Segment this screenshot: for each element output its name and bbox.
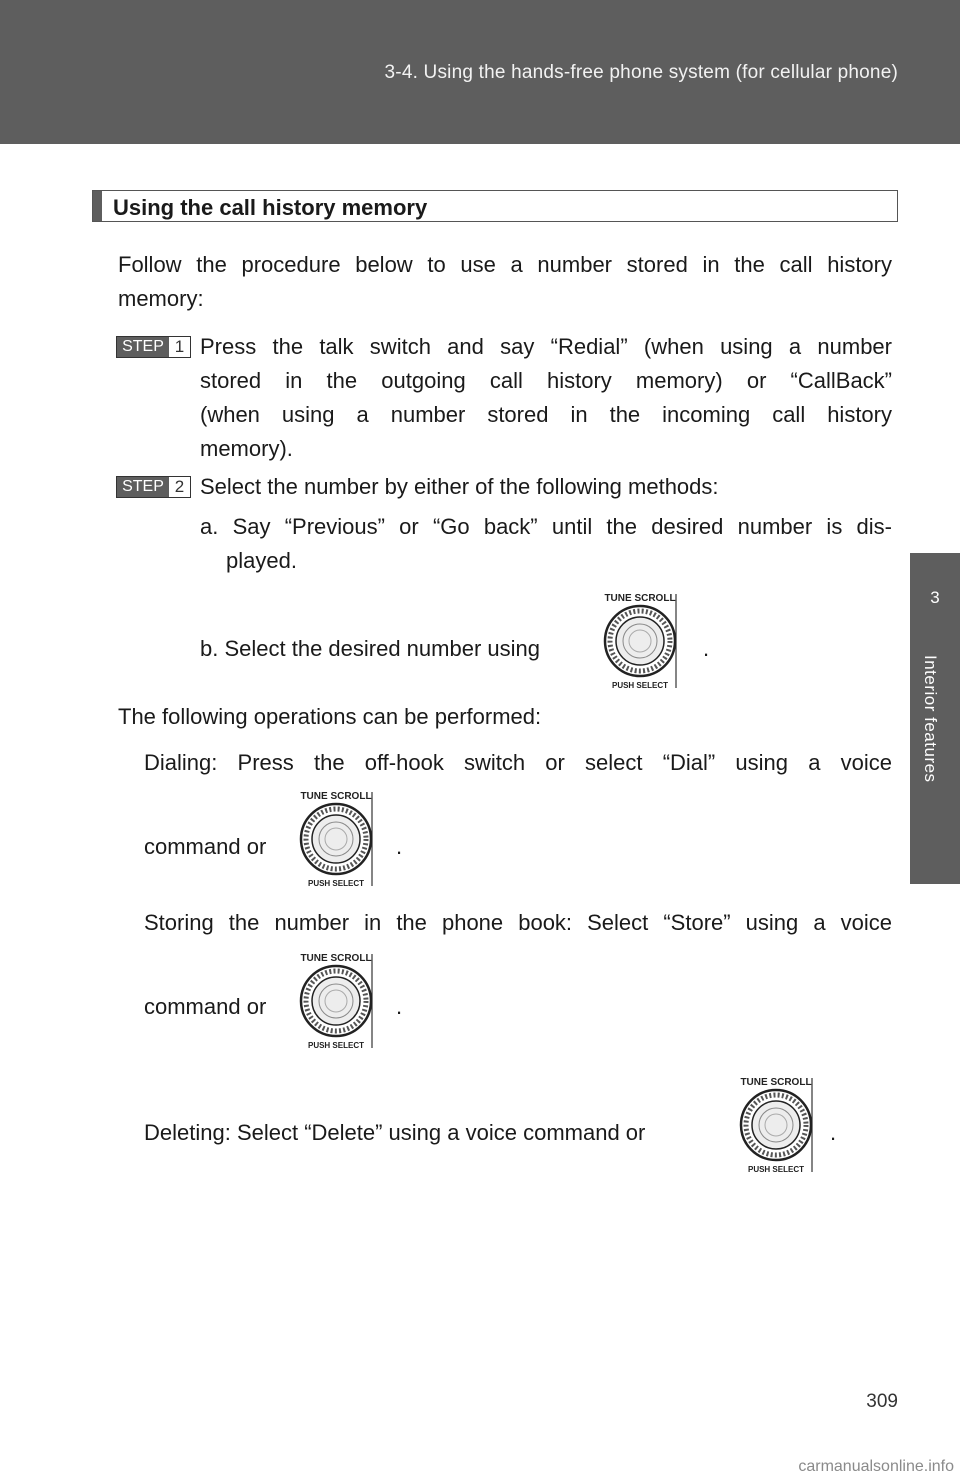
- storing-line-1: Storing the number in the phone book: Se…: [144, 910, 892, 935]
- step-1-line-1: Press the talk switch and say “Redial” (…: [200, 334, 892, 359]
- section-title: Using the call history memory: [113, 195, 428, 220]
- watermark: carmanualsonline.info: [798, 1458, 954, 1475]
- dialing-line-1: Dialing: Press the off-hook switch or se…: [144, 750, 892, 775]
- chapter-tab: [910, 553, 960, 884]
- period: .: [703, 636, 710, 661]
- knob-bottom-label: PUSH SELECT: [612, 681, 668, 690]
- option-a-line-1: a. Say “Previous” or “Go back” until the…: [200, 514, 892, 539]
- knob-top-label: TUNE SCROLL: [604, 593, 675, 604]
- period: .: [396, 834, 403, 859]
- knob-bottom-label: PUSH SELECT: [748, 1165, 804, 1174]
- section-heading-bar: [93, 191, 102, 221]
- step-1-badge-label: STEP: [117, 337, 169, 357]
- step-2-badge-number: 2: [174, 477, 185, 496]
- knob-bottom-label: PUSH SELECT: [308, 879, 364, 888]
- intro-line-2: memory:: [118, 286, 204, 311]
- knob-top-label: TUNE SCROLL: [300, 791, 371, 802]
- page-number: 309: [866, 1391, 898, 1412]
- step-1-line-3: (when using a number stored in the incom…: [200, 402, 892, 427]
- section-heading: Using the call history memory: [92, 190, 898, 222]
- step-2-badge-label: STEP: [117, 477, 169, 497]
- tune-scroll-knob-icon: TUNE SCROLL PUSH SELECT: [299, 791, 373, 888]
- option-b-text: b. Select the desired number using: [200, 636, 540, 661]
- period: .: [396, 994, 403, 1019]
- step-2-text: Select the number by either of the follo…: [200, 474, 719, 499]
- operations-intro: The following operations can be performe…: [118, 704, 542, 729]
- intro-line-1: Follow the procedure below to use a numb…: [118, 252, 892, 277]
- tune-scroll-knob-icon: TUNE SCROLL PUSH SELECT: [739, 1077, 813, 1174]
- knob-top-label: TUNE SCROLL: [740, 1077, 811, 1088]
- step-1-badge: STEP 1: [116, 336, 191, 358]
- storing-line-2: command or: [144, 994, 267, 1019]
- period: .: [830, 1120, 837, 1145]
- step-1-badge-number: 1: [174, 337, 185, 356]
- step-1-line-2: stored in the outgoing call history memo…: [200, 368, 892, 393]
- step-2-badge: STEP 2: [116, 476, 191, 498]
- tune-scroll-knob-icon: TUNE SCROLL PUSH SELECT: [299, 953, 373, 1050]
- step-1-line-4: memory).: [200, 436, 293, 461]
- tune-scroll-knob-icon: TUNE SCROLL PUSH SELECT: [603, 593, 677, 690]
- chapter-number: 3: [930, 588, 940, 607]
- dialing-line-2: command or: [144, 834, 267, 859]
- header-title: 3-4. Using the hands-free phone system (…: [384, 62, 898, 83]
- page-header: 3-4. Using the hands-free phone system (…: [0, 0, 960, 144]
- knob-top-label: TUNE SCROLL: [300, 953, 371, 964]
- deleting-text: Deleting: Select “Delete” using a voice …: [144, 1120, 646, 1145]
- option-a-line-2: played.: [226, 548, 297, 573]
- chapter-label: Interior features: [921, 655, 940, 783]
- knob-bottom-label: PUSH SELECT: [308, 1041, 364, 1050]
